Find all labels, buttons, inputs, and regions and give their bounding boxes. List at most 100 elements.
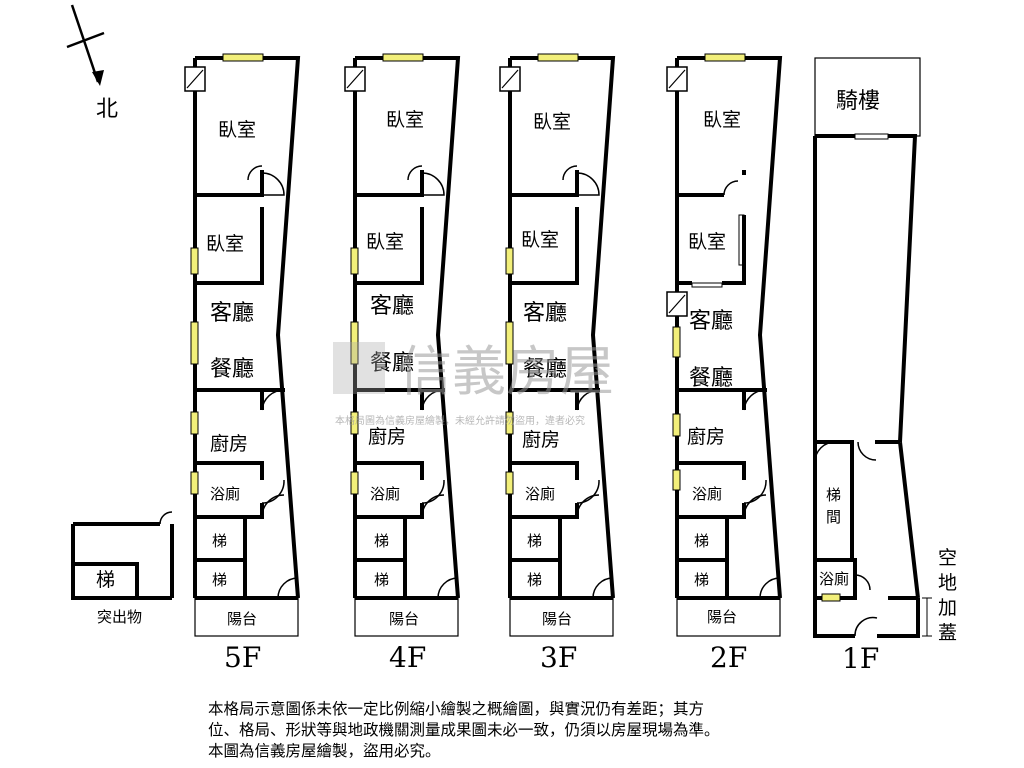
room-balcony: 陽台 xyxy=(542,610,572,628)
compass-crossbar xyxy=(66,31,105,49)
disclaimer-line-1: 本格局示意圖係未依一定比例縮小繪製之概繪圖，與實況仍有差距；其方 xyxy=(208,700,705,718)
window xyxy=(350,471,359,495)
sliding-door xyxy=(738,214,745,266)
room-bedroom-2: 臥室 xyxy=(521,229,559,251)
brand-logo-icon xyxy=(333,342,385,394)
disclaimer-line-3: 本圖為信義房屋繪製，盜用必究。 xyxy=(208,742,441,760)
room-balcony: 陽台 xyxy=(707,608,737,626)
room-living: 客廳 xyxy=(370,294,414,319)
protrusion-label: 突出物 xyxy=(97,608,142,626)
protrusion-stair-label: 梯 xyxy=(96,569,115,591)
room-dining: 餐廳 xyxy=(689,366,733,391)
room-living: 客廳 xyxy=(689,309,733,334)
room-stair: 梯 xyxy=(212,532,227,550)
room-stairwell-1: 梯 xyxy=(826,486,841,504)
window xyxy=(350,247,359,275)
window xyxy=(537,53,579,62)
floor-plan-3f: 臥室 臥室 客廳 餐廳 廚房 浴廁 梯 梯 陽台 3F xyxy=(499,53,616,674)
floor-label: 5F xyxy=(224,641,261,674)
door-arc xyxy=(723,180,739,196)
window xyxy=(505,411,514,435)
window xyxy=(704,53,746,62)
window xyxy=(821,593,841,602)
north-label: 北 xyxy=(96,97,118,122)
watermark-notice: 本格局圖為信義房屋繪製，未經允許請勿盜用，違者必究 xyxy=(335,414,585,427)
window xyxy=(222,53,264,62)
inner-walls xyxy=(677,170,767,410)
floor-label: 2F xyxy=(710,641,747,674)
protrusion-stair-walls xyxy=(73,562,139,598)
room-stair: 梯 xyxy=(527,532,542,550)
sliding-door xyxy=(691,282,723,288)
inner-walls-lower xyxy=(355,461,458,600)
room-bedroom-2: 臥室 xyxy=(206,233,244,255)
room-dining: 餐廳 xyxy=(210,357,254,382)
window xyxy=(672,413,681,437)
room-kitchen: 廚房 xyxy=(210,432,248,455)
room-stair-2: 梯 xyxy=(212,571,227,589)
balcony-railing xyxy=(509,597,614,637)
window xyxy=(672,469,681,491)
open-space-label-2: 地 xyxy=(938,572,957,594)
open-space-label-3: 加 xyxy=(938,597,957,619)
room-kitchen: 廚房 xyxy=(368,425,406,448)
window xyxy=(350,411,359,435)
protrusion-door-arc xyxy=(159,511,173,525)
compass: 北 xyxy=(66,4,118,122)
inner-walls-lower xyxy=(677,461,780,600)
room-arcade: 騎樓 xyxy=(836,89,880,114)
room-balcony: 陽台 xyxy=(227,610,257,628)
room-bedroom-2: 臥室 xyxy=(688,231,726,253)
disclaimer-line-2: 位、格局、形狀等與地政機關測量成果圖未必一致，仍須以房屋現場為準。 xyxy=(208,721,720,739)
door-arc xyxy=(562,165,578,181)
door-arc xyxy=(247,165,263,181)
room-living: 客廳 xyxy=(523,301,567,326)
room-bedroom: 臥室 xyxy=(386,109,424,131)
room-bedroom: 臥室 xyxy=(218,119,256,141)
compass-arrowhead xyxy=(92,70,104,86)
room-stair-2: 梯 xyxy=(694,571,709,589)
room-kitchen: 廚房 xyxy=(687,425,725,448)
window xyxy=(190,247,199,275)
room-bedroom: 臥室 xyxy=(703,109,741,131)
room-living: 客廳 xyxy=(210,301,254,326)
window xyxy=(350,321,359,365)
window xyxy=(190,411,199,435)
protrusion-walls xyxy=(71,522,174,600)
floor-label: 1F xyxy=(842,642,879,675)
window xyxy=(505,471,514,495)
room-balcony: 陽台 xyxy=(389,610,419,628)
window xyxy=(505,321,514,365)
window xyxy=(190,321,199,365)
watermark-brand: 信義房屋 xyxy=(398,340,614,403)
room-stairwell-2: 間 xyxy=(826,508,841,526)
room-stair: 梯 xyxy=(374,532,389,550)
balcony-railing xyxy=(354,597,459,637)
open-space-label-4: 蓋 xyxy=(938,622,957,644)
room-dining: 餐廳 xyxy=(523,357,567,382)
room-bathroom: 浴廁 xyxy=(210,485,240,503)
window xyxy=(190,471,199,495)
entrance-door xyxy=(854,133,889,140)
floor-label: 4F xyxy=(389,641,426,674)
open-space-label-1: 空 xyxy=(938,547,957,569)
room-bedroom-2: 臥室 xyxy=(366,231,404,253)
room-bathroom: 浴廁 xyxy=(525,485,555,503)
room-bathroom: 浴廁 xyxy=(819,570,849,588)
balcony-railing xyxy=(676,597,781,637)
window xyxy=(505,247,514,275)
floor-plan-5f: 臥室 臥室 客廳 餐廳 廚房 浴廁 梯 梯 陽台 5F xyxy=(184,53,301,674)
room-stair-2: 梯 xyxy=(527,571,542,589)
inner-walls xyxy=(815,440,900,600)
room-bathroom: 浴廁 xyxy=(370,485,400,503)
floor-plan-2f: 臥室 臥室 客廳 餐廳 廚房 浴廁 梯 梯 陽台 2F xyxy=(666,53,783,674)
floor-label: 3F xyxy=(540,641,577,674)
inner-walls-lower xyxy=(510,461,613,600)
room-bathroom: 浴廁 xyxy=(692,485,722,503)
protrusion-plan: 梯 突出物 xyxy=(71,511,174,626)
room-stair: 梯 xyxy=(694,532,709,550)
room-kitchen: 廚房 xyxy=(522,428,560,451)
compass-needle xyxy=(70,4,100,83)
outer-walls xyxy=(813,134,920,638)
